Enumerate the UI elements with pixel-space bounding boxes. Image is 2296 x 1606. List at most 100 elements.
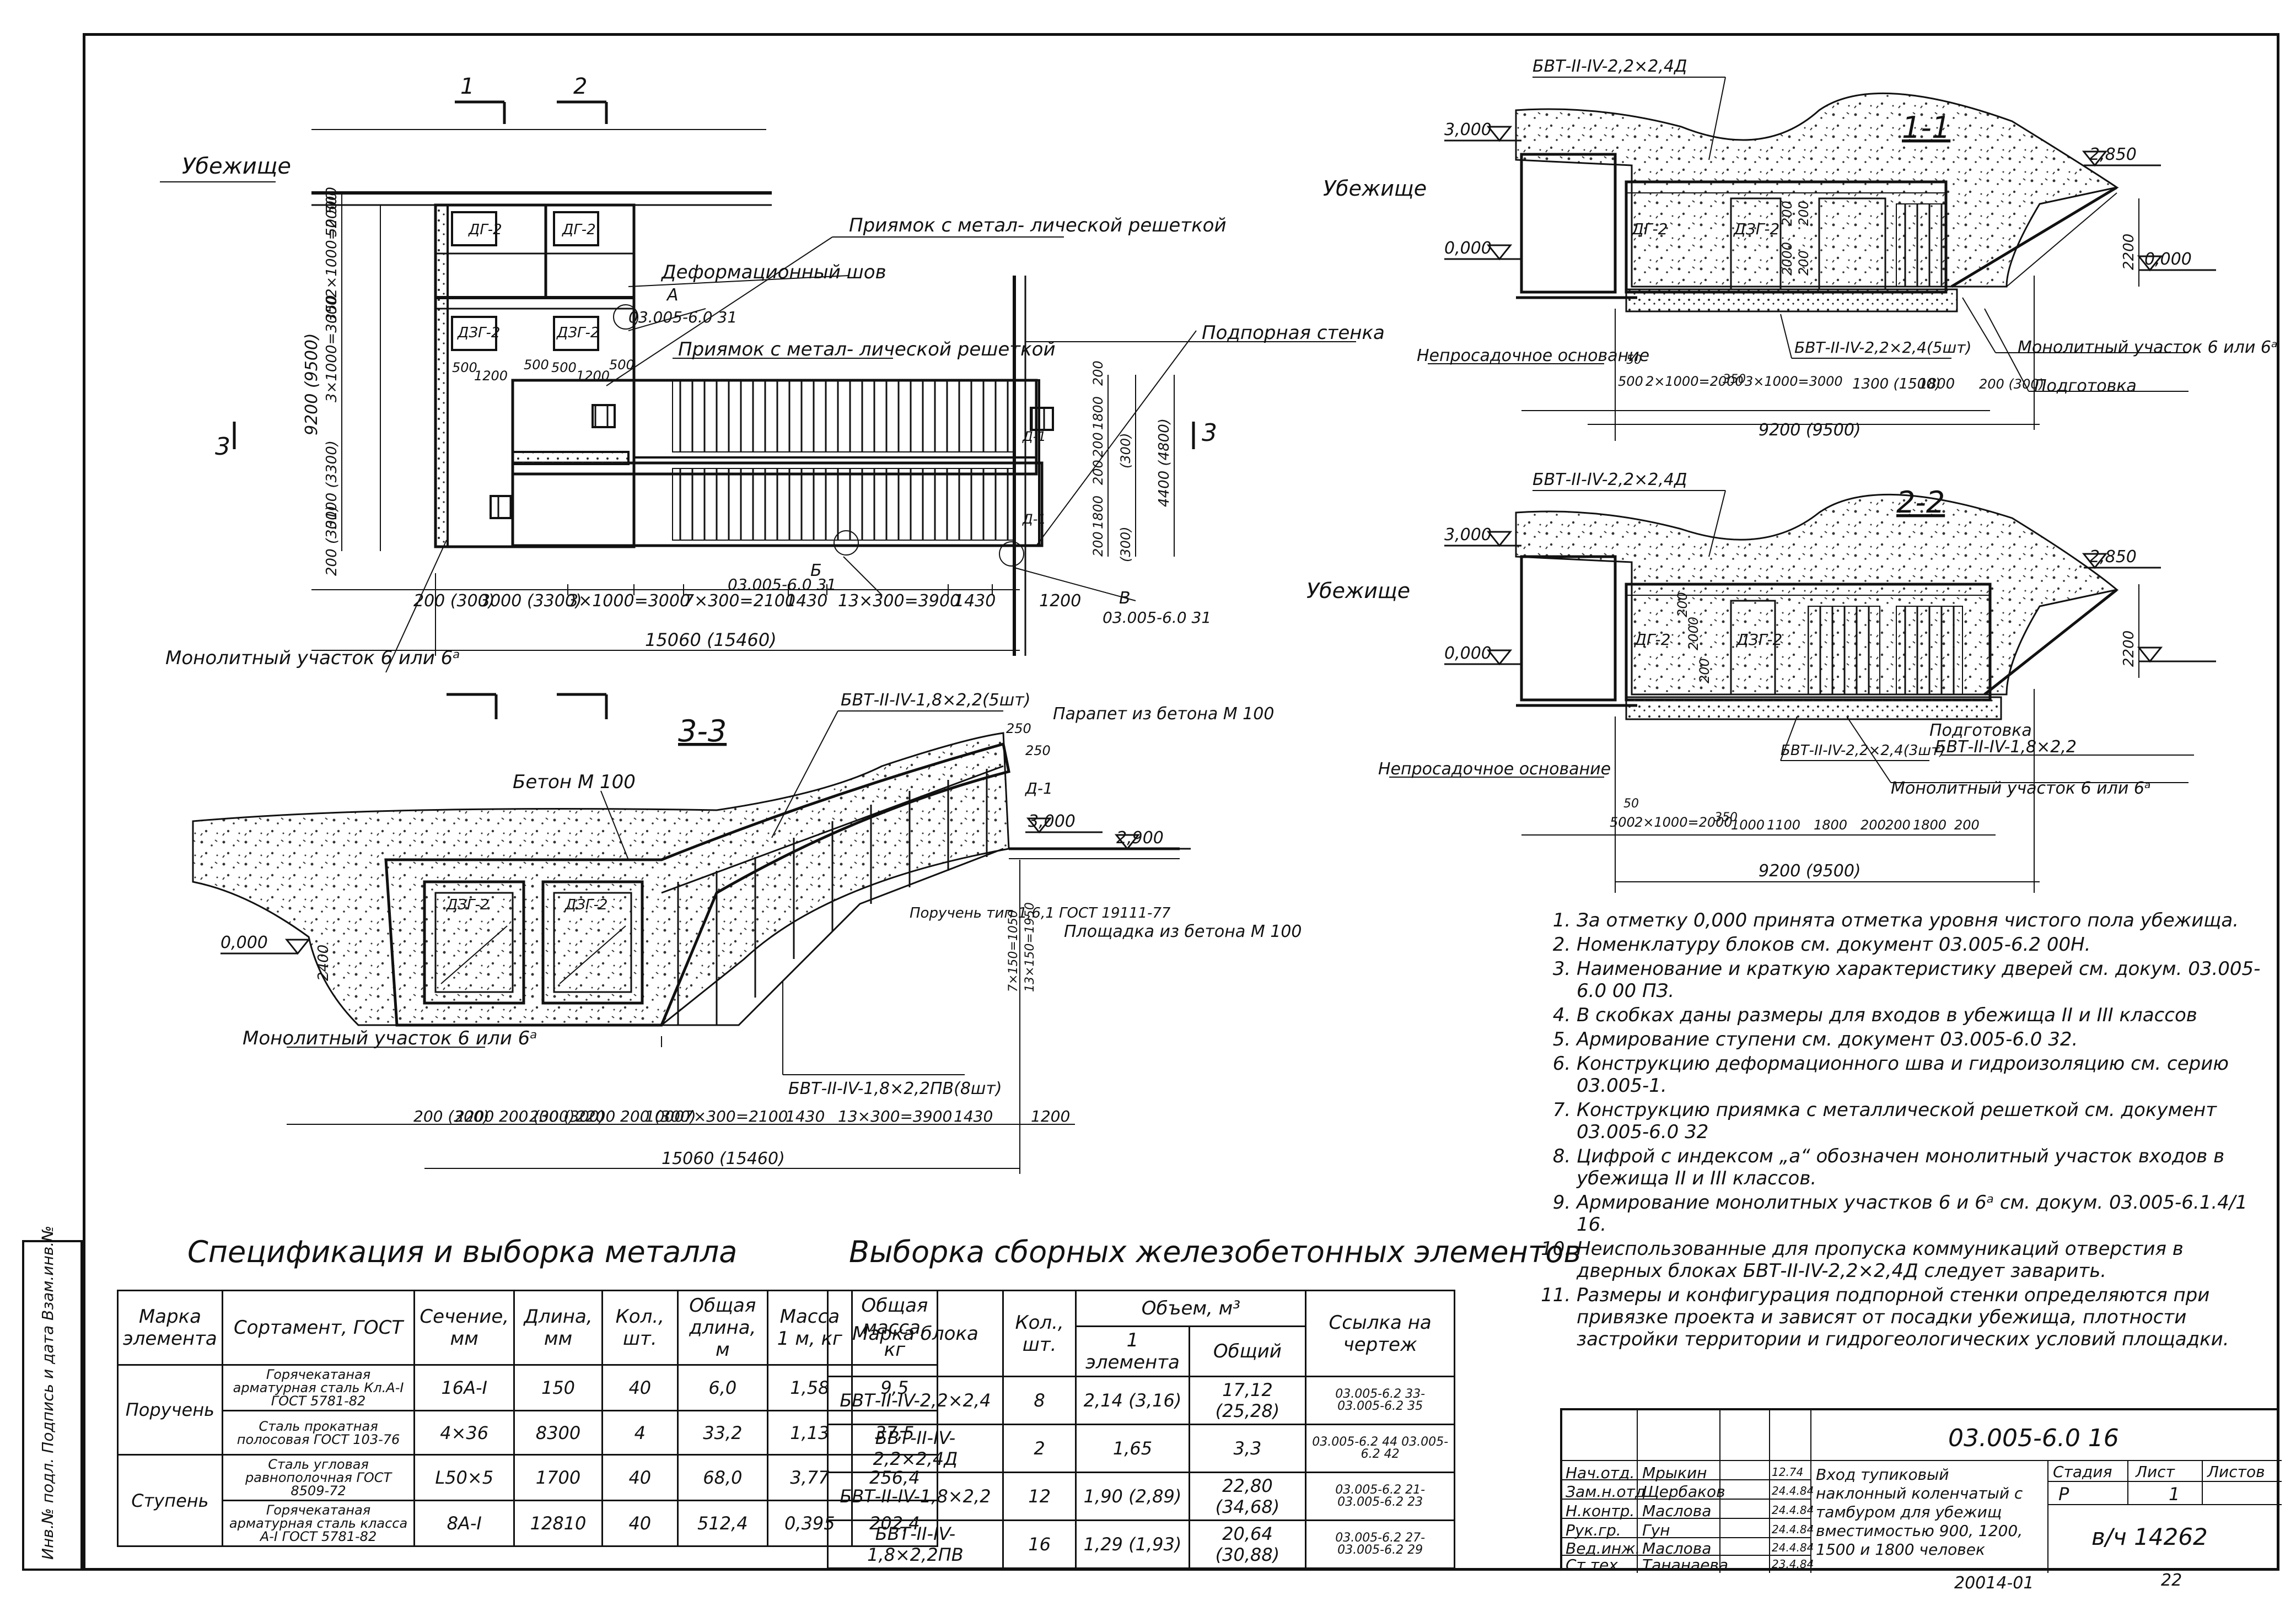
section-22-height: 2200 [2121, 630, 2137, 667]
notes: За отметку 0,000 принята отметка уровня … [1549, 909, 2266, 1352]
concrete-cell-mark: БВТ-II-IV-2,2×2,4Д [827, 1424, 1004, 1473]
section-22-dim-11: 200 [1954, 817, 1980, 833]
metal-cell-sort: Сталь прокатная полосовая ГОСТ 103-76 [221, 1410, 416, 1456]
metal-cell-qty: 40 [601, 1500, 679, 1547]
plan-left-dim-2: 2×1000=2000 [324, 192, 340, 298]
plan-door-2: ДГ-2 [562, 222, 596, 238]
concrete-th-vol-total: Общий [1188, 1325, 1307, 1377]
section-33-title: 3-3 [678, 714, 727, 748]
section-22-title: 2-2 [1896, 485, 1945, 520]
metal-th-section: Сечение, мм [413, 1290, 515, 1366]
section-11-prep: Подготовка [2034, 376, 2137, 396]
metal-cell-section: L50×5 [413, 1454, 515, 1501]
section-33-dim-8: 7×300=2100 [684, 1107, 788, 1125]
plan-mark-b: Б [810, 561, 822, 580]
section-33-right-v-1: 7×150=1050 [1007, 910, 1020, 992]
metal-table-header: Марка элемента Сортамент, ГОСТ Сечение, … [117, 1290, 939, 1366]
concrete-th-qty: Кол., шт. [1002, 1290, 1077, 1377]
section-11-monolith: Монолитный участок 6 или 6ᵃ [2018, 338, 2278, 357]
plan-cut-1: 1 [460, 74, 474, 99]
section-22-block-right: БВТ-II-IV-1,8×2,2 [1935, 737, 2077, 757]
note-7: Конструкцию приямка с металлической реше… [1577, 1099, 2266, 1143]
concrete-cell-vol-el: 2,14 (3,16) [1075, 1376, 1190, 1425]
title-block: 03.005-6.0 16 Стадия Лист Листов Р 1 в/ч… [1560, 1408, 2282, 1574]
concrete-th-mark: Марка блока [827, 1290, 1004, 1377]
stamp-date: 24.4.84 [1772, 1503, 1814, 1517]
metal-th-total-len: Общая длина, м [676, 1290, 768, 1366]
section-33-elev-0000: 0,000 [221, 933, 268, 952]
plan-door-6: Д-1 [1022, 511, 1046, 527]
section-33-dim-11: 1430 [954, 1107, 993, 1125]
metal-th-mark: Марка элемента [117, 1290, 223, 1366]
plan-left-dim-5: 3100 (3300) [324, 440, 340, 529]
concrete-table-subheader: 1 элемента Общий [828, 1325, 1455, 1377]
note-5: Армирование ступени см. документ 03.005-… [1577, 1028, 2266, 1050]
stamp-name: Маслова [1642, 1539, 1712, 1558]
table-row: Ступень Сталь угловая равнополочная ГОСТ… [117, 1454, 939, 1547]
section-11-dim-1: 50 [1626, 353, 1642, 367]
section-33-dim-10: 13×300=3900 [838, 1107, 952, 1125]
sheet-label: Лист [2136, 1463, 2175, 1481]
metal-cell-qty: 40 [601, 1364, 679, 1411]
section-22-door-1: ДГ-2 [1633, 630, 1670, 649]
metal-cell-qty: 40 [601, 1454, 679, 1501]
plan-dim-4: 7×300=2100 [684, 591, 795, 611]
section-11-dim-7: 1800 [1918, 376, 1955, 392]
section-11-vdim-1: 200 [1779, 201, 1795, 226]
stamp-role: Нач.отд. [1566, 1464, 1635, 1482]
section-11-dim-5: 3×1000=3000 [1745, 374, 1843, 389]
plan-cut-3-left: 3 [215, 433, 230, 461]
metal-cell-total-len: 33,2 [676, 1410, 768, 1456]
section-33-height: 2400 [315, 945, 332, 981]
plan-right-dim-1: 200 [1090, 360, 1106, 386]
plan-inner-dim-6: 500 [609, 357, 635, 373]
stamp-name: Тананаева [1642, 1556, 1729, 1574]
section-33-elev-3000: 3,000 [1028, 812, 1076, 831]
section-11-total: 9200 (9500) [1759, 421, 1861, 440]
concrete-th-vol-el: 1 элемента [1075, 1325, 1190, 1377]
concrete-table-header: Марка блока Кол., шт. Объем, м³ Ссылка н… [827, 1290, 1455, 1377]
plan-door-3: ДЗГ-2 [457, 325, 500, 341]
plan-inner-dim-4: 500 [551, 360, 577, 375]
stamp-name: Мрыкин [1642, 1464, 1707, 1482]
plan-right-dim-5: 1800 [1090, 495, 1106, 529]
section-22-dim-2: 500 [1610, 815, 1635, 830]
inv-number: в/ч 14262 [2091, 1523, 2208, 1550]
section-33-door-d1: Д-1 [1024, 779, 1053, 797]
plan-mark-a: А [666, 285, 679, 305]
section-11-dim-6: 1300 (1500) [1852, 376, 1941, 392]
plan-left-dim-4: 3×1000=3000 [324, 297, 340, 402]
section-33-concrete: Бетон М 100 [513, 771, 636, 793]
concrete-table: Марка блока Кол., шт. Объем, м³ Ссылка н… [827, 1290, 1455, 1569]
concrete-cell-ref: 03.005-6.2 44 03.005-6.2 42 [1305, 1424, 1455, 1473]
note-2: Номенклатуру блоков см. документ 03.005-… [1577, 934, 2266, 956]
metal-cell-length: 1700 [513, 1454, 603, 1501]
sheets-label: Листов [2207, 1463, 2265, 1481]
stamp-date: 24.4.84 [1772, 1523, 1814, 1536]
concrete-cell-vol-total: 22,80 (34,68) [1188, 1472, 1307, 1521]
plan-ref-v: 03.005-6.0 31 [1103, 608, 1211, 627]
plan-total: 15060 (15460) [645, 629, 777, 650]
plan-right-dim-4: 200 [1090, 460, 1106, 485]
plan-pit-grating-1: Приямок с метал- лической решеткой [849, 214, 1227, 236]
stamp-name: Гун [1642, 1521, 1670, 1539]
section-11-block-bottom: БВТ-II-IV-2,2×2,4(5шт) [1794, 338, 1971, 357]
bottom-code: 20014-01 [1954, 1573, 2034, 1593]
concrete-cell-qty: 12 [1002, 1472, 1077, 1521]
section-22 [1389, 490, 2216, 893]
section-22-dim-10: 1800 [1913, 817, 1947, 833]
section-22-block-bottom: БВТ-II-IV-2,2×2,4(3шт) [1781, 742, 1945, 759]
section-22-block-top: БВТ-II-IV-2,2×2,4Д [1533, 470, 1687, 489]
table-row: БВТ-II-IV-2,2×2,4Д 2 1,65 3,3 03.005-6.2… [827, 1424, 1455, 1473]
section-33-total: 15060 (15460) [662, 1149, 785, 1168]
concrete-cell-mark: БВТ-II-IV-2,2×2,4 [827, 1376, 1004, 1425]
metal-cell-length: 12810 [513, 1500, 603, 1547]
drawing-description: Вход тупиковый наклонный коленчатый с та… [1816, 1465, 2023, 1559]
section-11-door-1: ДГ-2 [1631, 220, 1668, 238]
stamp-date: 24.4.84 [1772, 1484, 1814, 1497]
section-33-dim-6: 200 (300) [620, 1107, 696, 1125]
metal-cell-mark: Поручень [117, 1364, 223, 1456]
section-22-shelter: Убежище [1306, 579, 1410, 603]
concrete-cell-vol-total: 17,12 (25,28) [1188, 1376, 1307, 1425]
section-22-dim-7: 1800 [1814, 817, 1847, 833]
